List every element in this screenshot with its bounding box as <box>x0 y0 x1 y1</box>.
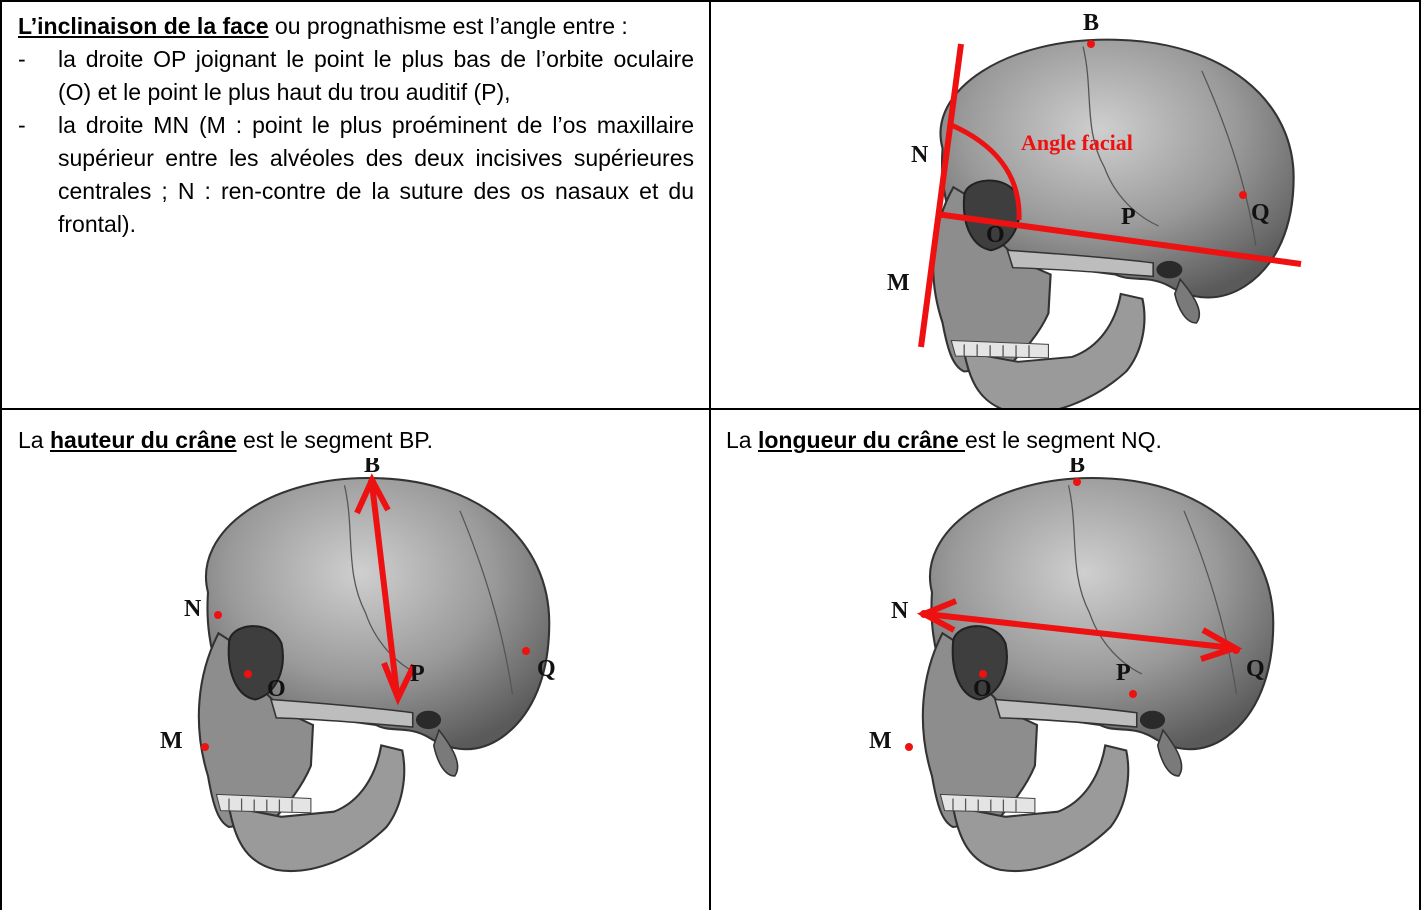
point-b <box>368 478 376 486</box>
bullet-text: la droite MN (M : point le plus proémine… <box>58 112 694 237</box>
label-b: B <box>1083 10 1099 36</box>
caption-pre: La <box>726 427 758 453</box>
label-m: M <box>887 270 910 296</box>
label-p: P <box>1121 204 1136 230</box>
point-n <box>214 611 222 619</box>
point-o <box>244 670 252 678</box>
skull-height-figure-cell: B N O P Q M <box>2 458 709 910</box>
point-b <box>1073 478 1081 486</box>
label-p: P <box>1116 660 1131 686</box>
caption-post: est le segment NQ. <box>965 427 1162 453</box>
label-p: P <box>410 661 425 687</box>
skull-image <box>923 478 1273 871</box>
bullet-item-mn: - la droite MN (M : point le plus proémi… <box>18 109 694 241</box>
bullet-item-op: - la droite OP joignant le point le plus… <box>18 43 694 109</box>
caption-post: est le segment BP. <box>237 427 433 453</box>
skull-length-figure: B N O P Q M <box>711 458 1419 910</box>
label-b: B <box>1069 458 1085 478</box>
point-q <box>1232 646 1240 654</box>
facial-angle-figure: B N O P Q M Angle facial <box>711 2 1419 408</box>
cell-facial-angle-figure: B N O P Q M Angle facial <box>711 2 1419 408</box>
point-q <box>522 647 530 655</box>
cell-skull-height: La hauteur du crâne est le segment BP. <box>18 425 433 455</box>
cell-facial-inclination-text: L’inclinaison de la face ou prognathisme… <box>18 10 694 241</box>
label-m: M <box>160 728 183 754</box>
label-o: O <box>267 676 286 702</box>
bullet-dash: - <box>18 109 26 142</box>
label-b: B <box>364 458 380 478</box>
definition-intro: ou prognathisme est l’angle entre : <box>269 13 628 39</box>
cell-skull-length: La longueur du crâne est le segment NQ. <box>726 425 1162 455</box>
point-b <box>1087 40 1095 48</box>
point-m <box>905 743 913 751</box>
label-n: N <box>891 598 909 624</box>
point-n <box>920 610 928 618</box>
point-m <box>201 743 209 751</box>
term-facial-inclination: L’inclinaison de la face <box>18 13 269 39</box>
skull-length-figure-cell: B N O P Q M <box>711 458 1419 910</box>
point-p <box>1129 690 1137 698</box>
label-n: N <box>911 142 929 168</box>
label-q: Q <box>537 656 556 682</box>
bullet-dash: - <box>18 43 26 76</box>
skull-height-figure: B N O P Q M <box>2 458 709 910</box>
label-o: O <box>986 222 1005 248</box>
point-q <box>1239 191 1247 199</box>
bullet-text: la droite OP joignant le point le plus b… <box>58 46 694 105</box>
label-o: O <box>973 676 992 702</box>
definition-paragraph: L’inclinaison de la face ou prognathisme… <box>18 10 694 43</box>
caption-pre: La <box>18 427 50 453</box>
label-q: Q <box>1251 200 1270 226</box>
angle-facial-label: Angle facial <box>1021 130 1133 155</box>
label-n: N <box>184 596 202 622</box>
term-skull-height: hauteur du crâne <box>50 427 237 453</box>
label-q: Q <box>1246 656 1265 682</box>
term-skull-length: longueur du crâne <box>758 427 965 453</box>
label-m: M <box>869 728 892 754</box>
